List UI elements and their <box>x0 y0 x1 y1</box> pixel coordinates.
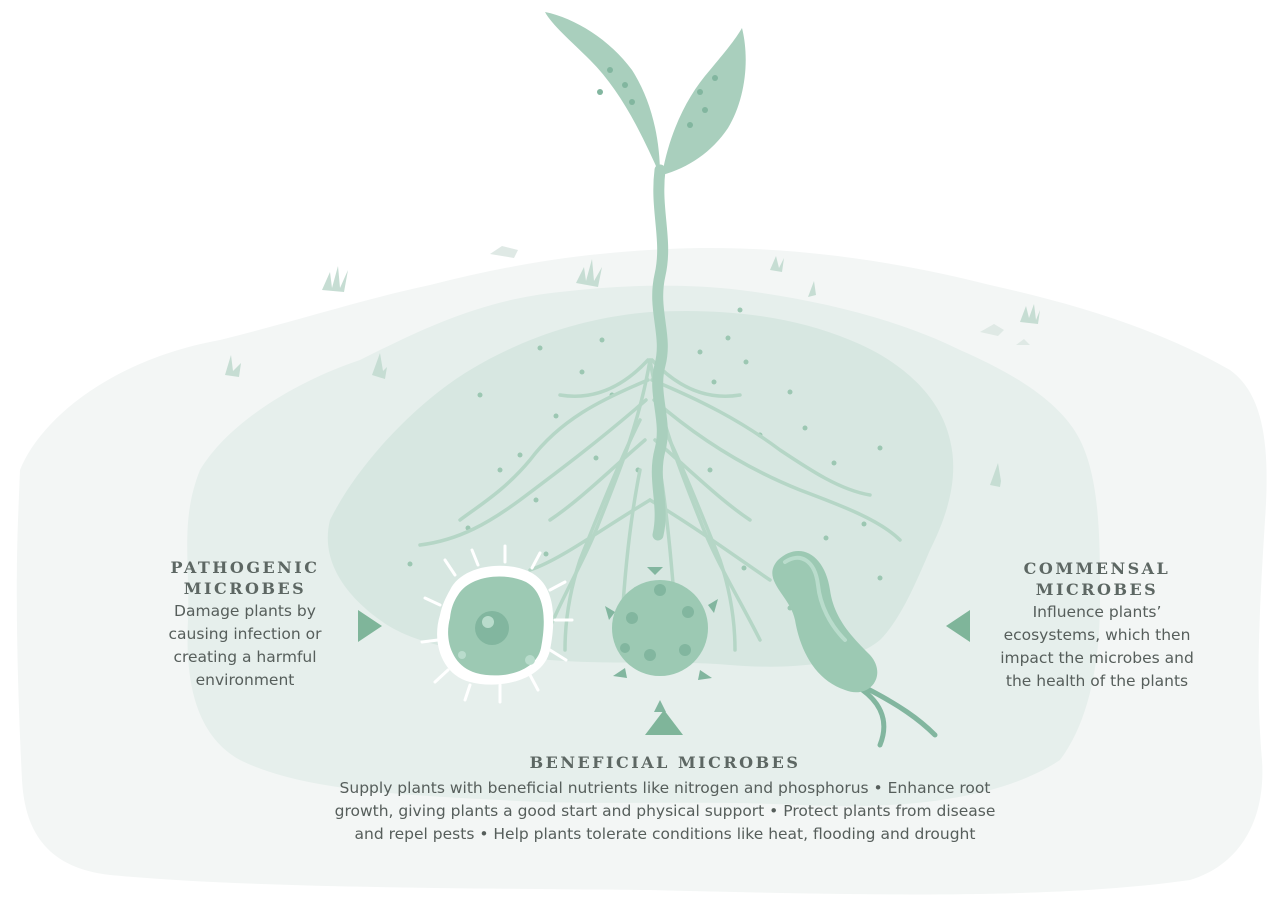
pathogenic-desc-line4: environment <box>140 669 350 692</box>
beneficial-desc-line3: and repel pests • Help plants tolerate c… <box>290 823 1040 846</box>
pathogenic-label-block: PATHOGENIC MICROBES Damage plants by cau… <box>140 557 350 692</box>
beneficial-label-block: BENEFICIAL MICROBES Supply plants with b… <box>290 752 1040 846</box>
commensal-desc-line3: impact the microbes and <box>982 647 1212 670</box>
beneficial-desc-line2: growth, giving plants a good start and p… <box>290 800 1040 823</box>
plant-leaf-right <box>662 28 746 175</box>
commensal-desc-line1: Influence plants’ <box>982 601 1212 624</box>
pathogenic-heading-line2: MICROBES <box>140 578 350 599</box>
beneficial-heading: BENEFICIAL MICROBES <box>290 752 1040 774</box>
commensal-desc-line2: ecosystems, which then <box>982 624 1212 647</box>
pathogenic-description: Damage plants by causing infection or cr… <box>140 600 350 692</box>
commensal-heading-line2: MICROBES <box>982 579 1212 600</box>
plant-stem <box>657 170 662 535</box>
beneficial-description: Supply plants with beneficial nutrients … <box>290 777 1040 846</box>
beneficial-desc-line1: Supply plants with beneficial nutrients … <box>290 777 1040 800</box>
pathogenic-heading: PATHOGENIC MICROBES <box>140 557 350 599</box>
commensal-heading: COMMENSAL MICROBES <box>982 558 1212 600</box>
pathogenic-desc-line2: causing infection or <box>140 623 350 646</box>
commensal-desc-line4: the health of the plants <box>982 670 1212 693</box>
pathogenic-heading-line1: PATHOGENIC <box>140 557 350 578</box>
commensal-description: Influence plants’ ecosystems, which then… <box>982 601 1212 693</box>
commensal-heading-line1: COMMENSAL <box>982 558 1212 579</box>
pathogenic-desc-line3: creating a harmful <box>140 646 350 669</box>
commensal-label-block: COMMENSAL MICROBES Influence plants’ eco… <box>982 558 1212 693</box>
pathogenic-desc-line1: Damage plants by <box>140 600 350 623</box>
